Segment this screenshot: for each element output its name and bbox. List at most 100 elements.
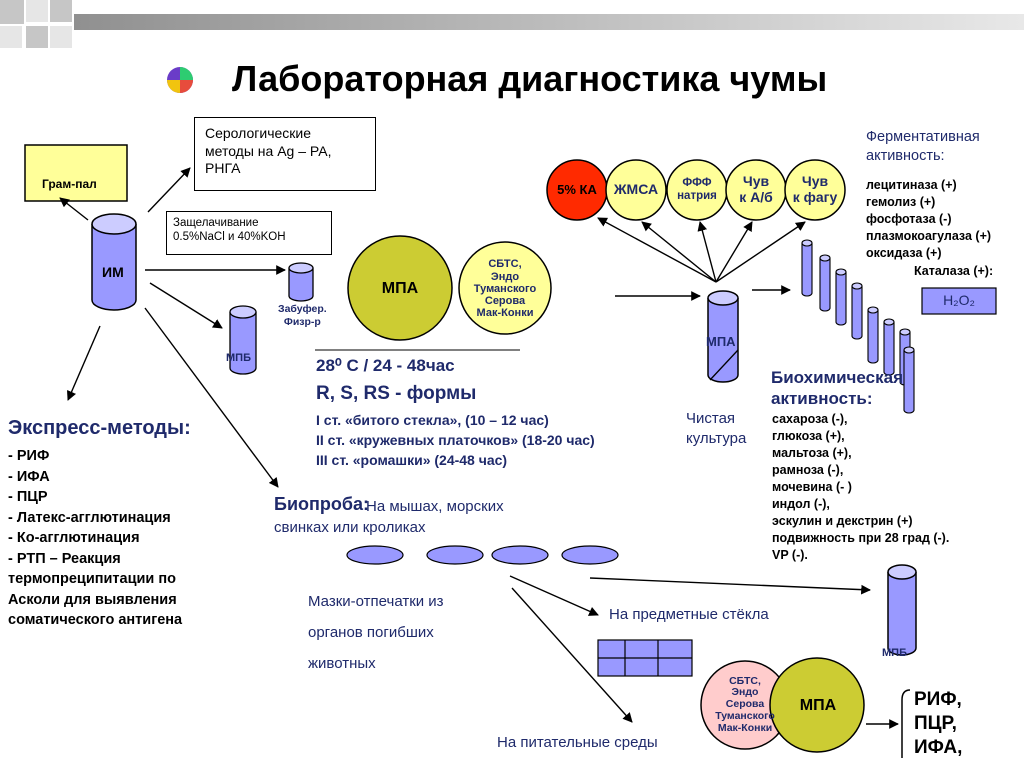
- alkalization-line: 0.5%NaCl и 40%KOH: [173, 231, 286, 244]
- bioassay-line1: На мышах, морских: [366, 498, 504, 515]
- buffer-line: Физр-р: [283, 316, 321, 329]
- arrow-im-express: [67, 325, 101, 401]
- circle-fff-line: натрия: [677, 190, 717, 202]
- growth-stage: II ст. «кружевных платочков» (18-20 час): [316, 432, 595, 448]
- media-label: На питательные среды: [497, 734, 658, 751]
- arrow-to-media: [511, 587, 633, 723]
- alkalization-line: Защелачивание: [173, 217, 259, 229]
- smears-line: Мазки-отпечатки из: [308, 593, 444, 610]
- growth-temp: 28⁰ С / 24 - 48час: [316, 356, 455, 375]
- circle-chuv-phage: [784, 159, 846, 221]
- smears-line: животных: [308, 655, 376, 672]
- sbts-top-circle: [458, 241, 552, 335]
- circle-zhmsa: [605, 159, 667, 221]
- arrows: [59, 167, 899, 729]
- enzyme-header-line: активность:: [866, 148, 945, 164]
- pure-culture-line: Чистая: [686, 410, 736, 427]
- buffer-label: Забуфер. Физр-р: [278, 303, 327, 329]
- arrow-to-mpb-right: [589, 577, 871, 595]
- catalase-label: Каталаза (+):: [914, 264, 994, 278]
- express-item: термопреципитации по: [8, 571, 176, 587]
- growth-stage: I ст. «битого стекла», (10 – 12 час): [316, 412, 549, 428]
- express-item: - Ко-агглютинация: [8, 530, 140, 546]
- sbts-bottom-line: Мак-Конки: [717, 721, 773, 734]
- sbts-top-line: Эндо: [490, 270, 520, 283]
- growth-forms: R, S, RS - формы: [316, 383, 477, 404]
- biochem-header-line: Биохимическая: [771, 368, 903, 387]
- slides-label: На предметные стёкла: [609, 606, 769, 623]
- express-item: соматического антигена: [8, 612, 183, 628]
- final-methods: РИФ, ПЦР, ИФА,: [914, 688, 962, 760]
- biochem-tube: [851, 282, 863, 340]
- circle-fff-line: ФФФ: [682, 177, 712, 190]
- circle-zhmsa-label: ЖМСА: [613, 181, 659, 198]
- express-item: - Латекс-агглютинация: [8, 509, 171, 526]
- biochem-item: подвижность при 28 град (-).: [772, 531, 950, 545]
- biochem-tube: [819, 254, 831, 312]
- enzyme-header: Ферментативная активность:: [866, 128, 980, 166]
- growth-stages: I ст. «битого стекла», (10 – 12 час) II …: [316, 410, 595, 470]
- mpa-bottom-circle: [769, 657, 865, 753]
- biochem-tube: [835, 268, 847, 326]
- final-method: РИФ,: [914, 689, 962, 710]
- arrow-culture-zhmsa: [641, 221, 717, 283]
- arrow-im-mpb: [149, 282, 223, 329]
- pure-culture-tube-label: МПА: [706, 334, 736, 349]
- sbts-top-label: СБТС, Эндо Туманского Серова Мак-Конки: [459, 247, 551, 331]
- header-decoration: [0, 0, 1024, 48]
- sbts-bottom-line: Туманского: [715, 709, 775, 722]
- alkalization-box: Защелачивание 0.5%NaCl и 40%KOH: [166, 211, 332, 255]
- im-label: ИМ: [102, 264, 124, 280]
- circle-5pct-ka-label: 5% КА: [557, 181, 597, 197]
- circle-chuv-phage-line: к фагу: [792, 189, 838, 205]
- pure-culture-label: Чистая культура: [686, 409, 746, 449]
- arrow-im-serology: [147, 167, 191, 213]
- express-list: - РИФ - ИФА - ПЦР - Латекс-агглютинация …: [8, 446, 182, 631]
- biochem-tube: [883, 318, 895, 376]
- animal-ellipse: [346, 545, 404, 565]
- express-item: - ПЦР: [8, 489, 48, 505]
- smears-text: Мазки-отпечатки из органов погибших живо…: [308, 586, 444, 679]
- enzyme-item: лецитиназа (+): [866, 178, 957, 192]
- biochem-tube-series: [801, 239, 915, 414]
- biochem-item: эскулин и декстрин (+): [772, 514, 913, 528]
- serology-line: методы на Ag – РА,: [205, 142, 332, 159]
- mpb-right-tube: [887, 564, 917, 656]
- mpb-right-label: МПБ: [882, 647, 907, 659]
- biochem-item: мальтоза (+),: [772, 446, 852, 460]
- pure-culture-tube: [707, 290, 739, 383]
- bioassay-title: Биопроба:: [274, 494, 369, 514]
- final-method: ИФА,: [914, 737, 963, 758]
- arrow-culture-ka: [597, 217, 717, 283]
- circle-chuv-ab-line: к А/б: [739, 189, 773, 205]
- express-item: - РТП – Реакция: [8, 550, 121, 567]
- final-method: ПЦР,: [914, 713, 957, 734]
- sbts-bottom-line: СБТС,: [729, 674, 761, 687]
- mpa-top-circle: [347, 235, 453, 341]
- mpa-bottom-label: МПА: [799, 697, 837, 715]
- buffer-line: Забуфер.: [278, 303, 327, 315]
- h2o2-label: H₂O₂: [943, 292, 975, 308]
- title-bullet-icon: [167, 67, 193, 93]
- biochem-list: сахароза (-), глюкоза (+), мальтоза (+),…: [772, 411, 949, 564]
- arrow-culture-fff: [697, 221, 717, 283]
- h2o2-box: [921, 287, 997, 315]
- animal-ellipse: [491, 545, 549, 565]
- mpb-left-label: МПБ: [226, 352, 251, 364]
- slides-grid: [597, 639, 693, 677]
- animal-ellipse: [561, 545, 619, 565]
- page-title: Лабораторная диагностика чумы: [232, 58, 828, 99]
- enzyme-list: лецитиназа (+) гемолиз (+) фосфотаза (-)…: [866, 177, 991, 262]
- sbts-top-line: Мак-Конки: [476, 307, 534, 320]
- express-header: Экспресс-методы:: [8, 417, 191, 439]
- arrow-im-gram: [59, 197, 89, 221]
- rif-bracket: [901, 689, 911, 758]
- express-item: Асколи для выявления: [8, 591, 177, 608]
- mpa-top-label: МПА: [381, 280, 419, 298]
- biochem-item: VP (-).: [772, 548, 808, 562]
- biochem-item: глюкоза (+),: [772, 429, 845, 443]
- circle-chuv-ab-line: Чув: [742, 173, 770, 190]
- biochem-item: рамноза (-),: [772, 463, 844, 477]
- sbts-bottom-line: Серова: [725, 698, 765, 711]
- biochem-tube: [801, 239, 813, 297]
